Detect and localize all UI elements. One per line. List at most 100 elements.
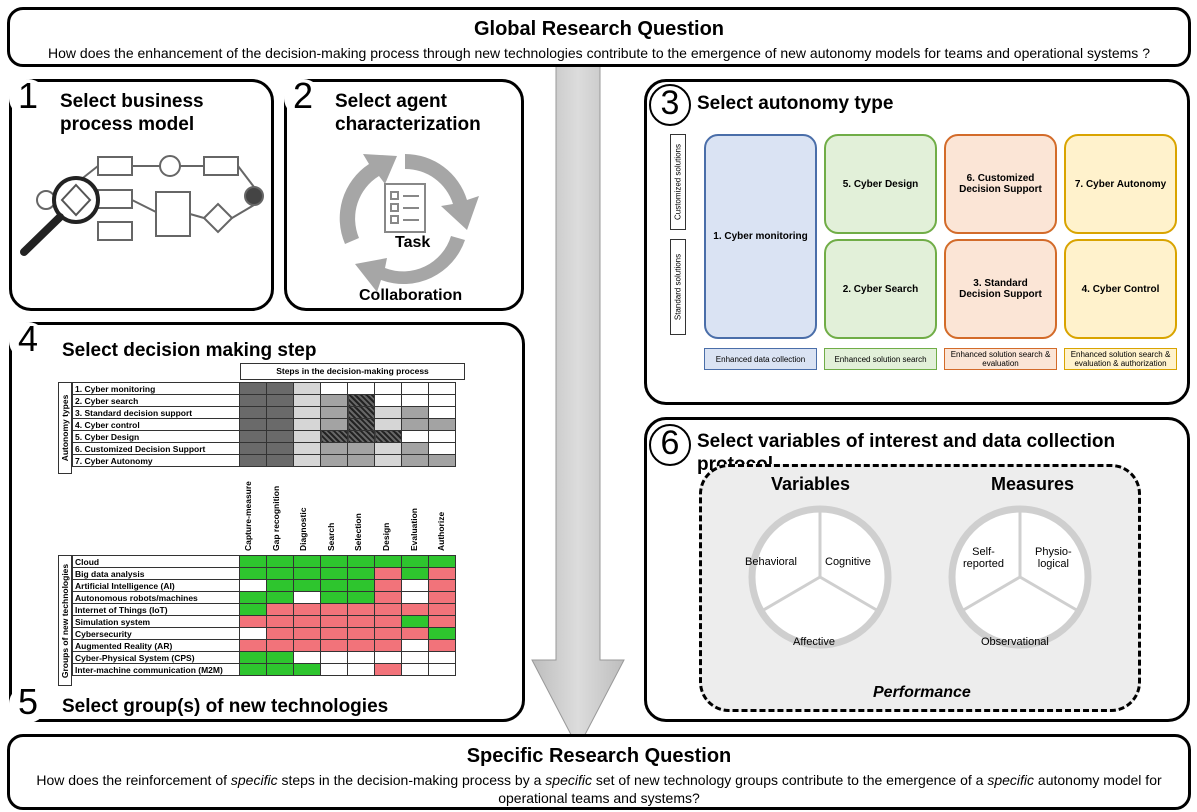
step-5-number: 5 [9, 684, 47, 723]
tech-cell [293, 567, 321, 580]
tech-cell [401, 579, 429, 592]
tech-cell [428, 627, 456, 640]
label-enhanced-search-evaluation-authorization: Enhanced solution search & evaluation & … [1064, 348, 1177, 370]
task-label: Task [395, 234, 431, 251]
table-header: Steps in the decision-making process [240, 363, 465, 380]
autonomy-cell [374, 418, 402, 431]
tech-cell [266, 555, 294, 568]
autonomy-cell [293, 454, 321, 467]
tile-cyber-monitoring[interactable]: 1. Cyber monitoring [704, 134, 817, 339]
tech-row-label: Artificial Intelligence (AI) [72, 579, 240, 592]
tech-cell [374, 615, 402, 628]
table-row: Simulation system [72, 615, 456, 628]
autonomy-cell [239, 430, 267, 443]
step-4-number: 4 [9, 321, 47, 360]
tech-cell [293, 579, 321, 592]
tech-row-label: Augmented Reality (AR) [72, 639, 240, 652]
tech-cell [320, 567, 348, 580]
autonomy-cell [320, 442, 348, 455]
tech-row-label: Cloud [72, 555, 240, 568]
specific-question-text: How does the reinforcement of specific s… [36, 772, 1162, 806]
step-2-title: Select agent characterization [335, 91, 481, 135]
autonomy-cell [266, 406, 294, 419]
table-row: 4. Cyber control [72, 418, 456, 431]
tile-cyber-autonomy[interactable]: 7. Cyber Autonomy [1064, 134, 1177, 234]
tech-cell [239, 591, 267, 604]
variables-circle [748, 505, 892, 649]
autonomy-cell [239, 394, 267, 407]
autonomy-cell [266, 442, 294, 455]
tech-cell [401, 627, 429, 640]
autonomy-cell [428, 454, 456, 467]
tile-cyber-design[interactable]: 5. Cyber Design [824, 134, 937, 234]
tile-standard-decision-support[interactable]: 3. Standard Decision Support [944, 239, 1057, 339]
step-1-panel: 1 Select business process model [9, 78, 274, 311]
tech-cell [266, 567, 294, 580]
tech-cell [239, 567, 267, 580]
table-row: 5. Cyber Design [72, 430, 456, 443]
tech-cell [266, 579, 294, 592]
tile-customized-decision-support[interactable]: 6. Customized Decision Support [944, 134, 1057, 234]
step-column-header: Diagnostic [298, 507, 309, 551]
tech-cell [374, 603, 402, 616]
table-row: 6. Customized Decision Support [72, 442, 456, 455]
tech-cell [374, 639, 402, 652]
measure-physiological: Physio- logical [1035, 546, 1072, 570]
autonomy-cell [239, 442, 267, 455]
tech-cell [239, 639, 267, 652]
tech-cell [320, 651, 348, 664]
tech-cell [266, 615, 294, 628]
autonomy-cell [374, 430, 402, 443]
tech-row-label: Cybersecurity [72, 627, 240, 640]
autonomy-cell [320, 382, 348, 395]
tech-cell [293, 627, 321, 640]
autonomy-cell [428, 382, 456, 395]
tech-cell [428, 603, 456, 616]
tech-cell [347, 663, 375, 676]
tech-cell [374, 627, 402, 640]
tech-cell [401, 615, 429, 628]
tech-cell [266, 651, 294, 664]
autonomy-cell [239, 406, 267, 419]
table-row: 1. Cyber monitoring [72, 382, 456, 395]
step-1-number: 1 [9, 78, 47, 117]
tech-cell [293, 663, 321, 676]
tech-row-label: Autonomous robots/machines [72, 591, 240, 604]
tech-cell [239, 663, 267, 676]
autonomy-cell [293, 442, 321, 455]
tech-cell [239, 615, 267, 628]
tech-cell [374, 651, 402, 664]
global-question-title: Global Research Question [473, 18, 725, 40]
step-column-header: Authorize [436, 511, 447, 551]
autonomy-cell [239, 418, 267, 431]
var-cognitive: Cognitive [825, 556, 871, 568]
tech-cell [347, 579, 375, 592]
tile-cyber-control[interactable]: 4. Cyber Control [1064, 239, 1177, 339]
step-column-header: Capture-measure [243, 481, 253, 551]
step-column-header: Design [381, 522, 391, 551]
step-1-title: Select business process model [60, 91, 204, 135]
tech-cell [266, 603, 294, 616]
autonomy-cell [428, 394, 456, 407]
tech-cell [347, 567, 375, 580]
tech-cell [428, 651, 456, 664]
tech-cell [266, 591, 294, 604]
autonomy-cell [401, 382, 429, 395]
tile-cyber-search[interactable]: 2. Cyber Search [824, 239, 937, 339]
table-row: Inter-machine communication (M2M) [72, 663, 456, 676]
tech-row-label: Cyber-Physical System (CPS) [72, 651, 240, 664]
tech-cell [266, 627, 294, 640]
autonomy-cell [374, 382, 402, 395]
tech-cell [293, 639, 321, 652]
step-4-title: Select decision making step [62, 340, 317, 361]
tech-cell [374, 579, 402, 592]
tech-cell [239, 627, 267, 640]
autonomy-cell [347, 454, 375, 467]
tech-cell [428, 567, 456, 580]
tech-cell [239, 555, 267, 568]
tech-cell [428, 591, 456, 604]
var-behavioral: Behavioral [745, 556, 797, 568]
autonomy-cell [293, 382, 321, 395]
autonomy-cell [401, 406, 429, 419]
